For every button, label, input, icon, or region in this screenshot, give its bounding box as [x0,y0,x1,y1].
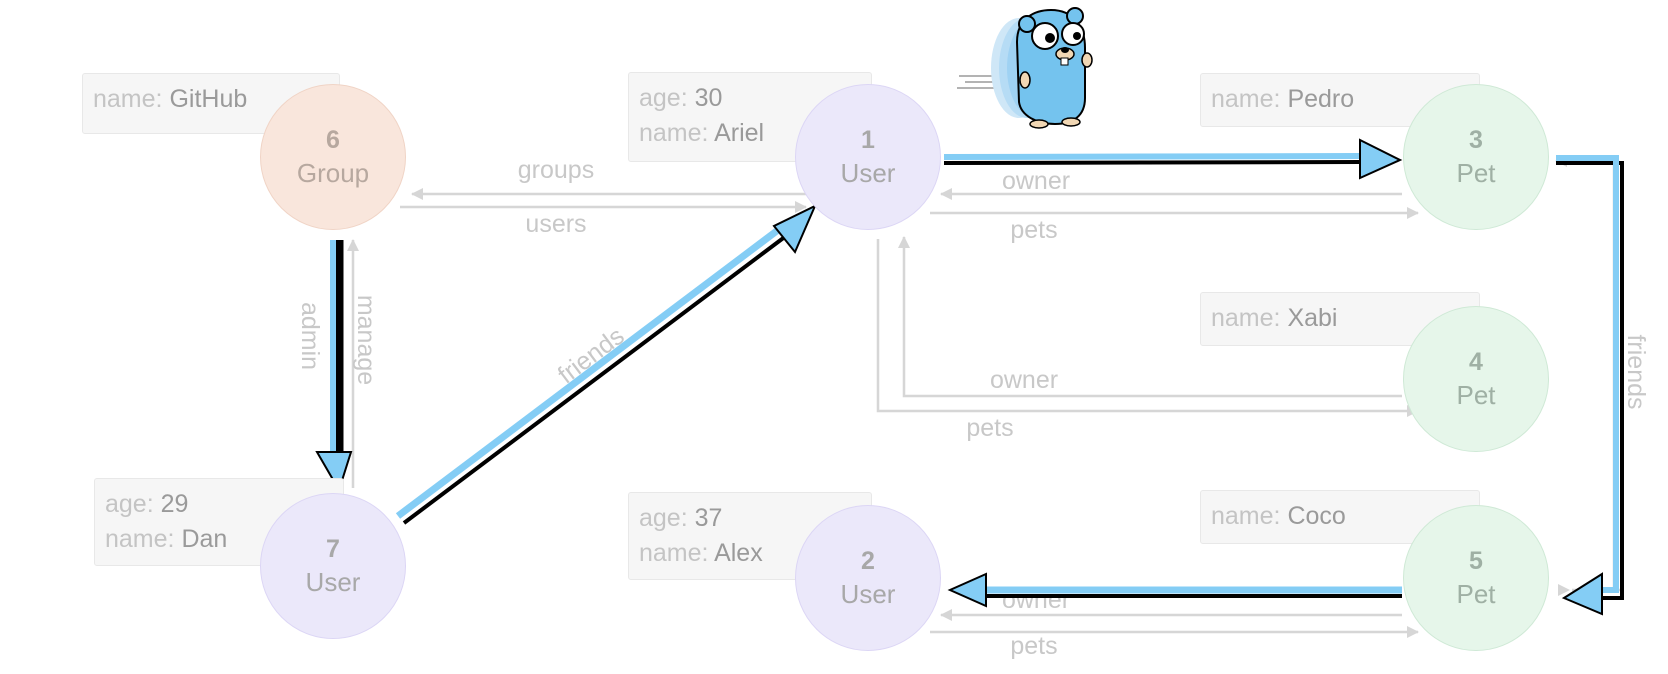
node-user-2[interactable]: 2 User [795,505,941,651]
node-id: 2 [861,547,875,575]
edge-pets-1-4: pets [876,239,1419,442]
edge-admin-highlight: admin [296,240,353,493]
node-id: 5 [1469,547,1483,575]
node-id: 4 [1469,348,1483,376]
edge-groups: groups [411,156,806,200]
edge-users: users [400,201,807,238]
node-id: 3 [1469,126,1483,154]
node-user-1[interactable]: 1 User [795,84,941,230]
edge-friends-7-1-highlight: friends [395,203,817,525]
edge-manage: manage [347,239,380,488]
node-type: User [305,567,361,597]
edge-owner-5-2-highlight [947,572,1402,608]
node-id: 7 [326,535,340,563]
svg-text:owner: owner [1002,167,1070,195]
svg-text:admin: admin [296,302,324,370]
node-user-7[interactable]: 7 User [260,493,406,639]
svg-text:pets: pets [1010,216,1057,244]
node-id: 6 [326,126,340,154]
edge-friends-5-3-back: friends [1555,155,1650,596]
edge-pets-2-5: pets [930,626,1419,660]
svg-text:groups: groups [518,156,594,184]
svg-text:pets: pets [1010,632,1057,660]
svg-text:friends: friends [553,322,630,390]
node-pet-5[interactable]: 5 Pet [1403,505,1549,651]
node-type: Pet [1456,579,1496,609]
edge-friends-3-5-highlight [1556,155,1624,616]
svg-text:friends: friends [1622,334,1650,409]
svg-text:pets: pets [966,414,1013,442]
node-group-6[interactable]: 6 Group [260,84,406,230]
gopher-icon [957,7,1093,129]
node-id: 1 [861,126,875,154]
props-user-2: age: 37 name: Alex [628,492,872,580]
node-pet-3[interactable]: 3 Pet [1403,84,1549,230]
edge-owner-3-1: owner [940,167,1402,200]
node-type: Pet [1456,380,1496,410]
node-type: User [840,579,896,609]
svg-text:owner: owner [990,366,1058,394]
edge-owner-4-1: owner [898,236,1402,398]
node-type: User [840,158,896,188]
svg-text:users: users [525,210,586,238]
node-pet-4[interactable]: 4 Pet [1403,306,1549,452]
svg-text:manage: manage [352,295,380,385]
edge-pets-1-3-highlight [943,138,1403,180]
edge-pets-1-3: pets [930,207,1419,244]
node-type: Group [296,158,370,188]
node-type: Pet [1456,158,1496,188]
props-pet-5: name: Coco [1200,490,1480,544]
